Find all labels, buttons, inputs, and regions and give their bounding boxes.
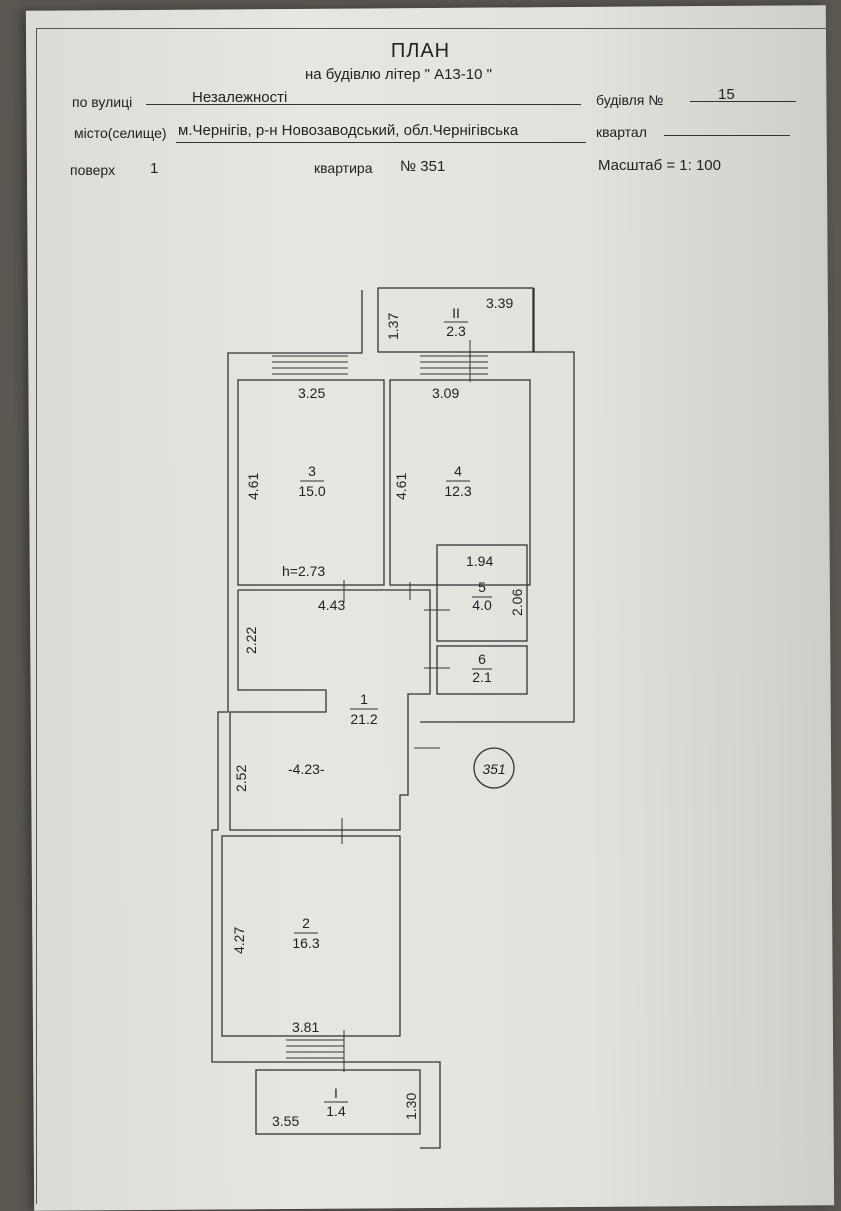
room-4-number: 4 (454, 463, 462, 479)
block-underline (664, 135, 790, 136)
street-value: Незалежності (192, 89, 288, 106)
dim-room5-width: 1.94 (466, 553, 493, 569)
dim-room3-depth: 4.61 (245, 473, 261, 500)
room-6-number: 6 (478, 651, 486, 667)
outer-wall-left (211, 290, 441, 1149)
room-4-area: 12.3 (444, 483, 471, 499)
block-label: квартал (596, 124, 647, 140)
building-value: 15 (718, 86, 735, 103)
room-2-area: 16.3 (292, 935, 319, 951)
outer-wall-right (420, 288, 575, 723)
dim-room2-depth: 4.27 (231, 927, 247, 954)
scale-label: Масштаб = 1: 100 (598, 157, 721, 174)
apartment-badge-circle (473, 747, 515, 789)
street-underline (146, 104, 581, 105)
floor-value: 1 (150, 160, 159, 177)
balcony-1-number: I (334, 1085, 338, 1101)
city-value: м.Чернігів, р-н Новозаводський, обл.Черн… (178, 122, 519, 139)
balcony-1-outline (255, 1069, 421, 1135)
balcony-1-area: 1.4 (326, 1103, 346, 1119)
dim-room4-depth: 4.61 (393, 473, 409, 500)
room-5-outline (436, 544, 528, 642)
dimension-labels: 3.39 1.37 3.25 4.61 3.09 4.61 1.94 2.06 … (231, 295, 525, 1129)
dim-room3-width: 3.25 (298, 385, 325, 401)
dim-hall-depth-upper: 2.22 (243, 627, 259, 654)
room-5-number: 5 (478, 579, 486, 595)
city-underline (176, 142, 586, 143)
balcony-2-area: 2.3 (446, 323, 466, 339)
city-label: місто(селище) (74, 125, 167, 141)
room-1-outline (229, 589, 431, 831)
balcony-2-outline (377, 287, 534, 353)
dim-balcony2-depth: 1.37 (385, 313, 401, 340)
dim-hall-depth-lower: 2.52 (233, 765, 249, 792)
room-2-number: 2 (302, 915, 310, 931)
room-5-area: 4.0 (472, 597, 492, 613)
room-3-area: 15.0 (298, 483, 325, 499)
room-3-outline (237, 379, 385, 586)
building-underline (690, 101, 796, 102)
windows (272, 340, 488, 1072)
dim-balcony2-width: 3.39 (486, 295, 513, 311)
room-1-area: 21.2 (350, 711, 377, 727)
apartment-badge: 351 (482, 761, 505, 777)
room-4-outline (389, 379, 531, 586)
dim-hall-width: 4.43 (318, 597, 345, 613)
apartment-label: квартира (314, 160, 373, 176)
floor-label: поверх (70, 162, 116, 178)
room-1-number: 1 (360, 691, 368, 707)
drawing-frame (36, 28, 830, 1204)
dim-balcony1-depth: 1.30 (403, 1093, 419, 1120)
plan-subtitle: на будівлю літер " А13-10 " (305, 66, 492, 83)
balcony-2-number: II (452, 305, 460, 321)
dim-room5-depth: 2.06 (509, 589, 525, 616)
plan-title: ПЛАН (390, 40, 451, 62)
dim-room2-width: 3.81 (292, 1019, 319, 1035)
ceiling-height: h=2.73 (282, 563, 325, 579)
room-6-area: 2.1 (472, 669, 492, 685)
room-3-number: 3 (308, 463, 316, 479)
street-label: по вулиці (72, 94, 133, 110)
dim-room4-width: 3.09 (432, 385, 459, 401)
dim-hall-width-lower: -4.23- (288, 761, 325, 777)
dim-balcony1-width: 3.55 (272, 1113, 299, 1129)
room-2-outline (221, 835, 401, 1037)
building-label: будівля № (596, 92, 664, 108)
apartment-value: № 351 (400, 158, 446, 175)
room-6-outline (436, 645, 528, 695)
room-labels: 3 15.0 4 12.3 5 4.0 6 2.1 1 21.2 2 16.3 … (292, 305, 492, 1119)
